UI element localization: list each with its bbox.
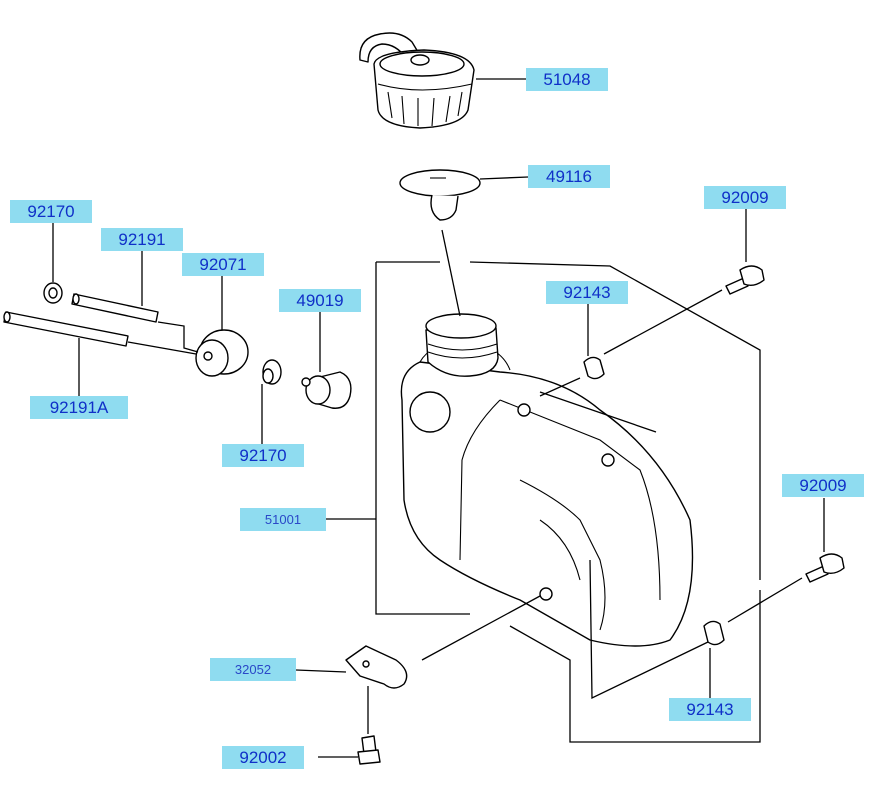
part-label-92009-top[interactable]: 92009 [704,186,786,209]
part-label-92071[interactable]: 92071 [182,253,264,276]
collar-bottom-part [703,620,725,646]
clip-left-part [43,282,63,304]
part-label-32052[interactable]: 32052 [210,658,296,681]
part-label-92143-top[interactable]: 92143 [546,281,628,304]
part-label-92143-bottom[interactable]: 92143 [669,698,751,721]
collar-top-part [583,356,605,380]
cap-gasket-part [399,169,481,221]
part-label-51048[interactable]: 51048 [526,68,608,91]
part-label-49019[interactable]: 49019 [279,289,361,312]
part-label-51001[interactable]: 51001 [240,508,326,531]
clip-mid-part [262,359,282,385]
bolt-right-part [805,553,845,583]
part-label-92002[interactable]: 92002 [222,746,304,769]
part-label-92170-left[interactable]: 92170 [10,200,92,223]
fuel-filter-part [301,371,352,409]
part-label-92191A[interactable]: 92191A [30,396,128,419]
fuel-tank-part [400,313,694,647]
leader-lines [52,78,825,758]
fuel-cap-part [359,32,475,129]
part-label-92191[interactable]: 92191 [101,228,183,251]
fuel-tubes-part [3,293,159,347]
part-label-49116[interactable]: 49116 [528,165,610,188]
part-label-92170-mid[interactable]: 92170 [222,444,304,467]
bolt-bottom-part [357,735,381,765]
grommet-part [195,329,249,377]
bracket-part [345,645,408,689]
part-label-92009-right[interactable]: 92009 [782,474,864,497]
bolt-top-part [725,265,765,295]
